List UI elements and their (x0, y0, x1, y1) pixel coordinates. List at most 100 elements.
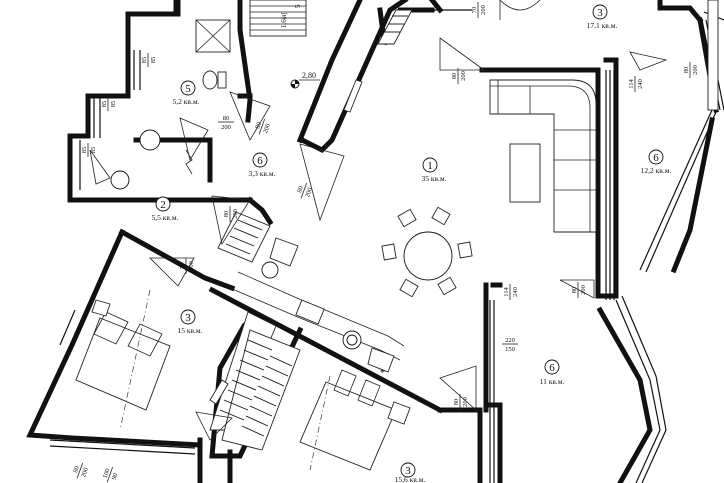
svg-text:200: 200 (188, 261, 195, 271)
svg-text:11 кв.м.: 11 кв.м. (540, 377, 565, 386)
svg-text:85: 85 (90, 147, 97, 154)
svg-text:5: 5 (185, 83, 191, 95)
door-label: 80 200 (683, 62, 699, 78)
svg-text:114: 114 (503, 286, 510, 296)
svg-text:240: 240 (637, 79, 644, 89)
svg-text:200: 200 (480, 5, 487, 15)
svg-text:2: 2 (160, 199, 166, 211)
door-label: 70 200 (471, 2, 487, 18)
svg-text:35 кв.м.: 35 кв.м. (421, 174, 446, 183)
door-label: 100 90 (102, 467, 120, 483)
door-label: 80 200 (254, 119, 272, 135)
door-label: 70 200 (179, 258, 195, 274)
svg-text:5: 5 (294, 4, 302, 8)
door-label: 80 200 (451, 68, 467, 84)
room-6-lower: 6 11 кв.м. (540, 359, 565, 386)
window-labels: 85 85 85 85 85 85 (81, 53, 157, 157)
door-label: 80 200 (218, 115, 234, 131)
door-label: 80 200 (571, 282, 587, 298)
room-labels: 1 35 кв.м. 2 5,5 кв.м. 3 15 кв.м. 3 15,6… (152, 4, 672, 483)
svg-text:80: 80 (223, 115, 230, 122)
door-label: 80 200 (296, 183, 314, 199)
svg-text:200: 200 (462, 397, 469, 407)
door-labels: 70 200 80 200 80 200 80 200 80 200 80 20… (72, 2, 699, 483)
room-6-right: 6 12,2 кв.м. (641, 149, 672, 175)
room-3-bottom: 3 15,6 кв.м. (395, 462, 426, 483)
svg-text:80: 80 (453, 399, 460, 406)
svg-text:80: 80 (296, 185, 305, 194)
staircase (249, 0, 541, 37)
svg-text:6: 6 (549, 362, 555, 374)
svg-text:6: 6 (653, 152, 659, 164)
room-2: 2 5,5 кв.м. (152, 196, 179, 222)
svg-text:100: 100 (102, 468, 112, 480)
svg-text:80: 80 (223, 211, 230, 218)
svg-text:80: 80 (683, 67, 690, 74)
svg-text:200: 200 (80, 467, 90, 479)
svg-text:3: 3 (597, 7, 603, 19)
door-label: 220 150 (502, 337, 518, 353)
svg-text:85: 85 (81, 147, 88, 154)
svg-text:240: 240 (512, 287, 519, 297)
windows (49, 0, 724, 483)
svg-text:5,2 кв.м.: 5,2 кв.м. (173, 97, 200, 106)
svg-text:200: 200 (580, 285, 587, 295)
svg-text:200: 200 (692, 65, 699, 75)
svg-text:85: 85 (101, 101, 108, 108)
window-label: 85 85 (141, 53, 157, 67)
svg-text:80: 80 (254, 121, 263, 130)
wardrobes (209, 9, 413, 451)
room-6-corridor: 6 3,3 кв.м. (249, 152, 276, 178)
svg-text:12,2 кв.м.: 12,2 кв.м. (641, 166, 672, 175)
window-label: 85 85 (101, 97, 117, 111)
svg-text:3: 3 (405, 465, 411, 477)
stair-note-2: 5 (294, 4, 302, 8)
svg-text:3: 3 (185, 312, 191, 324)
svg-text:70: 70 (179, 263, 186, 270)
svg-text:85: 85 (150, 57, 157, 64)
svg-text:85: 85 (110, 101, 117, 108)
door-swings (89, 37, 668, 441)
svg-text:85: 85 (141, 57, 148, 64)
svg-text:3,3 кв.м.: 3,3 кв.м. (249, 169, 276, 178)
door-label: 80 200 (223, 206, 239, 222)
kitchen (229, 237, 405, 373)
svg-text:80: 80 (451, 73, 458, 80)
svg-text:220: 220 (505, 337, 515, 344)
svg-text:200: 200 (262, 123, 272, 135)
svg-text:6: 6 (257, 155, 263, 167)
door-label: 80 200 (453, 394, 469, 410)
svg-text:200: 200 (221, 124, 231, 131)
star-mark: * (380, 368, 385, 379)
svg-text:200: 200 (304, 187, 314, 199)
room-3-top: 3 17,1 кв.м. (587, 4, 618, 30)
svg-text:150: 150 (505, 346, 515, 353)
stair-note: 1,6м] (280, 12, 288, 28)
axes (119, 289, 331, 471)
svg-text:200: 200 (232, 209, 239, 219)
window-label: 85 85 (81, 143, 97, 157)
svg-text:5,5 кв.м.: 5,5 кв.м. (152, 213, 179, 222)
svg-text:80: 80 (72, 465, 81, 474)
svg-text:114: 114 (628, 78, 635, 88)
svg-text:2,80: 2,80 (302, 71, 316, 80)
door-label: 80 200 (72, 463, 90, 479)
svg-text:1,6м]: 1,6м] (280, 12, 288, 28)
svg-text:200: 200 (460, 71, 467, 81)
room-3-left: 3 15 кв.м. (177, 309, 203, 335)
bathroom-fixtures (110, 19, 231, 190)
door-label: 114 240 (503, 284, 519, 300)
svg-text:15,6 кв.м.: 15,6 кв.м. (395, 475, 426, 483)
svg-text:15 кв.м.: 15 кв.м. (177, 326, 202, 335)
walls (26, 0, 719, 483)
room-5: 5 5,2 кв.м. (173, 80, 200, 106)
svg-text:1: 1 (427, 160, 433, 172)
svg-text:70: 70 (471, 7, 478, 14)
level-mark: 2,80 (290, 71, 320, 89)
room-1: 1 35 кв.м. (421, 157, 447, 183)
svg-text:17,1 кв.м.: 17,1 кв.м. (587, 21, 618, 30)
door-label: 114 240 (628, 76, 644, 92)
svg-text:90: 90 (111, 472, 120, 481)
svg-text:80: 80 (571, 287, 578, 294)
